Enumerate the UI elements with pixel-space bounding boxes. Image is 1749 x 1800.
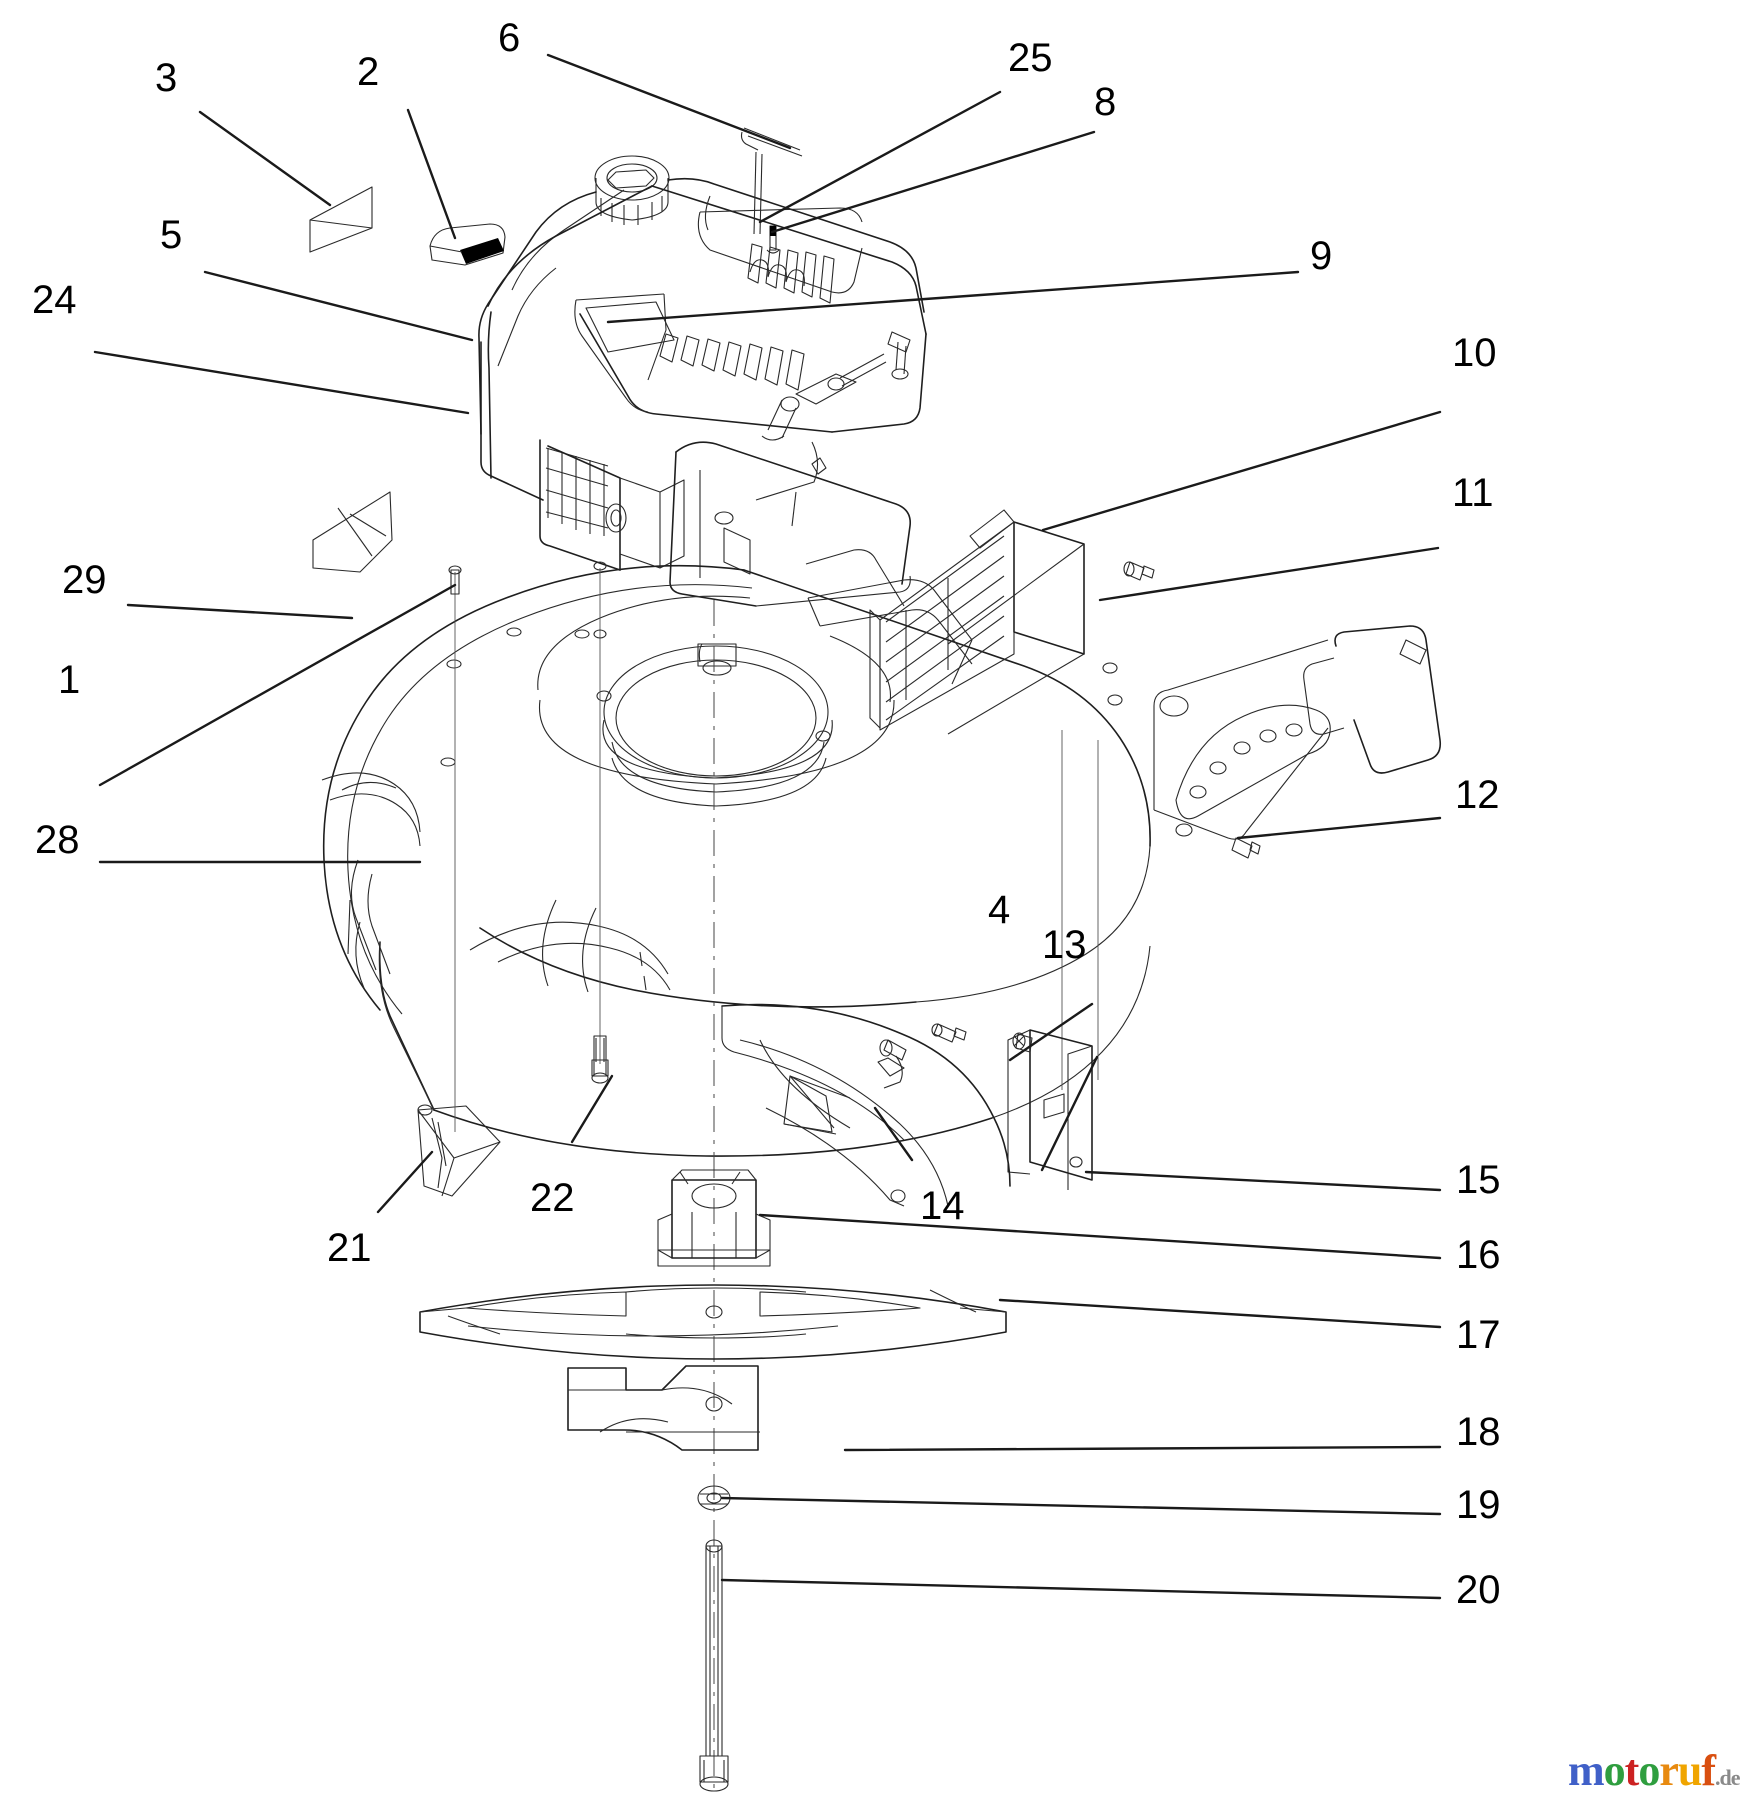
- leader-line-5: [203, 270, 474, 342]
- site-watermark: motoruf.de: [1568, 1745, 1740, 1796]
- callout-number-8: 8: [1094, 80, 1117, 124]
- watermark-letter: r: [1659, 1746, 1679, 1795]
- callout-number-21: 21: [327, 1226, 372, 1270]
- callout-number-4: 4: [988, 888, 1011, 932]
- callout-number-16: 16: [1456, 1233, 1501, 1277]
- part-engine-assembly: [478, 127, 927, 607]
- watermark-letter: u: [1677, 1746, 1703, 1795]
- leader-line-16: [758, 1213, 1442, 1260]
- part-screw-22: [591, 561, 609, 1084]
- watermark-letter: t: [1624, 1746, 1640, 1795]
- leader-line-9: [606, 270, 1300, 324]
- callout-number-24: 24: [32, 278, 77, 322]
- callout-number-28: 28: [35, 818, 80, 862]
- callout-number-15: 15: [1456, 1158, 1501, 1202]
- leader-line-12: [1236, 816, 1442, 840]
- watermark-letter: m: [1568, 1746, 1605, 1795]
- part-blade-adapter: [657, 1169, 771, 1267]
- callout-number-2: 2: [357, 50, 380, 94]
- part-nut-13: [1012, 1032, 1033, 1053]
- part-cutting-blade: [419, 1284, 1007, 1360]
- leader-line-11: [1098, 546, 1440, 602]
- leader-lines: [93, 53, 1442, 1600]
- leader-line-24: [93, 350, 470, 415]
- callout-number-19: 19: [1456, 1483, 1501, 1527]
- part-rear-shield: [1007, 1029, 1093, 1190]
- part-vane-21: [417, 1104, 501, 1197]
- leader-line-6: [546, 53, 792, 150]
- callout-number-6: 6: [498, 16, 521, 60]
- callout-number-10: 10: [1452, 331, 1497, 375]
- part-engine-grille: [869, 509, 1085, 735]
- part-rubber-clip: [429, 223, 506, 266]
- callout-number-3: 3: [155, 56, 178, 100]
- part-grille-screw: [1123, 561, 1155, 581]
- leader-line-1: [98, 583, 457, 787]
- callout-number-25: 25: [1008, 36, 1053, 80]
- callout-number-17: 17: [1456, 1313, 1501, 1357]
- leader-line-3: [198, 110, 332, 207]
- callout-number-13: 13: [1042, 923, 1087, 967]
- leader-line-21: [376, 1150, 434, 1214]
- callout-number-18: 18: [1456, 1410, 1501, 1454]
- callout-number-14: 14: [920, 1184, 965, 1228]
- leader-line-10: [1041, 410, 1442, 532]
- leader-line-29: [126, 603, 354, 620]
- part-rear-deflector: [721, 1003, 1011, 1207]
- leader-line-20: [720, 1578, 1442, 1600]
- leader-line-25: [758, 90, 1002, 224]
- part-pin-1: [448, 565, 462, 1132]
- part-decal-29: [312, 491, 393, 573]
- leader-line-13: [1040, 1055, 1099, 1172]
- leader-line-2: [406, 108, 457, 240]
- callout-number-9: 9: [1310, 234, 1333, 278]
- watermark-letter: o: [1603, 1746, 1626, 1795]
- watermark-letter: o: [1638, 1746, 1660, 1795]
- part-screw-4: [931, 1023, 967, 1043]
- callout-number-1: 1: [58, 658, 81, 702]
- callout-number-22: 22: [530, 1176, 575, 1220]
- watermark-letter: f: [1701, 1746, 1716, 1795]
- watermark-suffix: .de: [1714, 1765, 1740, 1790]
- part-mower-deck: [321, 549, 1151, 1157]
- leader-line-4: [1008, 1002, 1094, 1062]
- leader-line-15: [1084, 1170, 1442, 1192]
- leader-line-19: [720, 1496, 1442, 1516]
- callout-number-5: 5: [160, 213, 183, 257]
- leader-line-18: [843, 1445, 1442, 1452]
- leader-line-8: [770, 130, 1096, 234]
- part-deck-skirt-28: [341, 781, 397, 989]
- part-decal-plate: [309, 186, 373, 253]
- callout-number-12: 12: [1455, 773, 1500, 817]
- leader-line-14: [873, 1106, 914, 1162]
- part-washer: [697, 1485, 731, 1511]
- part-blade-bolt: [699, 1539, 729, 1792]
- callout-number-29: 29: [62, 558, 107, 602]
- callout-number-11: 11: [1452, 471, 1494, 515]
- part-height-bracket: [1153, 625, 1442, 859]
- part-blade-stiffener: [567, 1365, 760, 1451]
- leader-line-17: [998, 1298, 1442, 1329]
- callout-number-20: 20: [1456, 1568, 1501, 1612]
- leader-line-22: [570, 1074, 614, 1144]
